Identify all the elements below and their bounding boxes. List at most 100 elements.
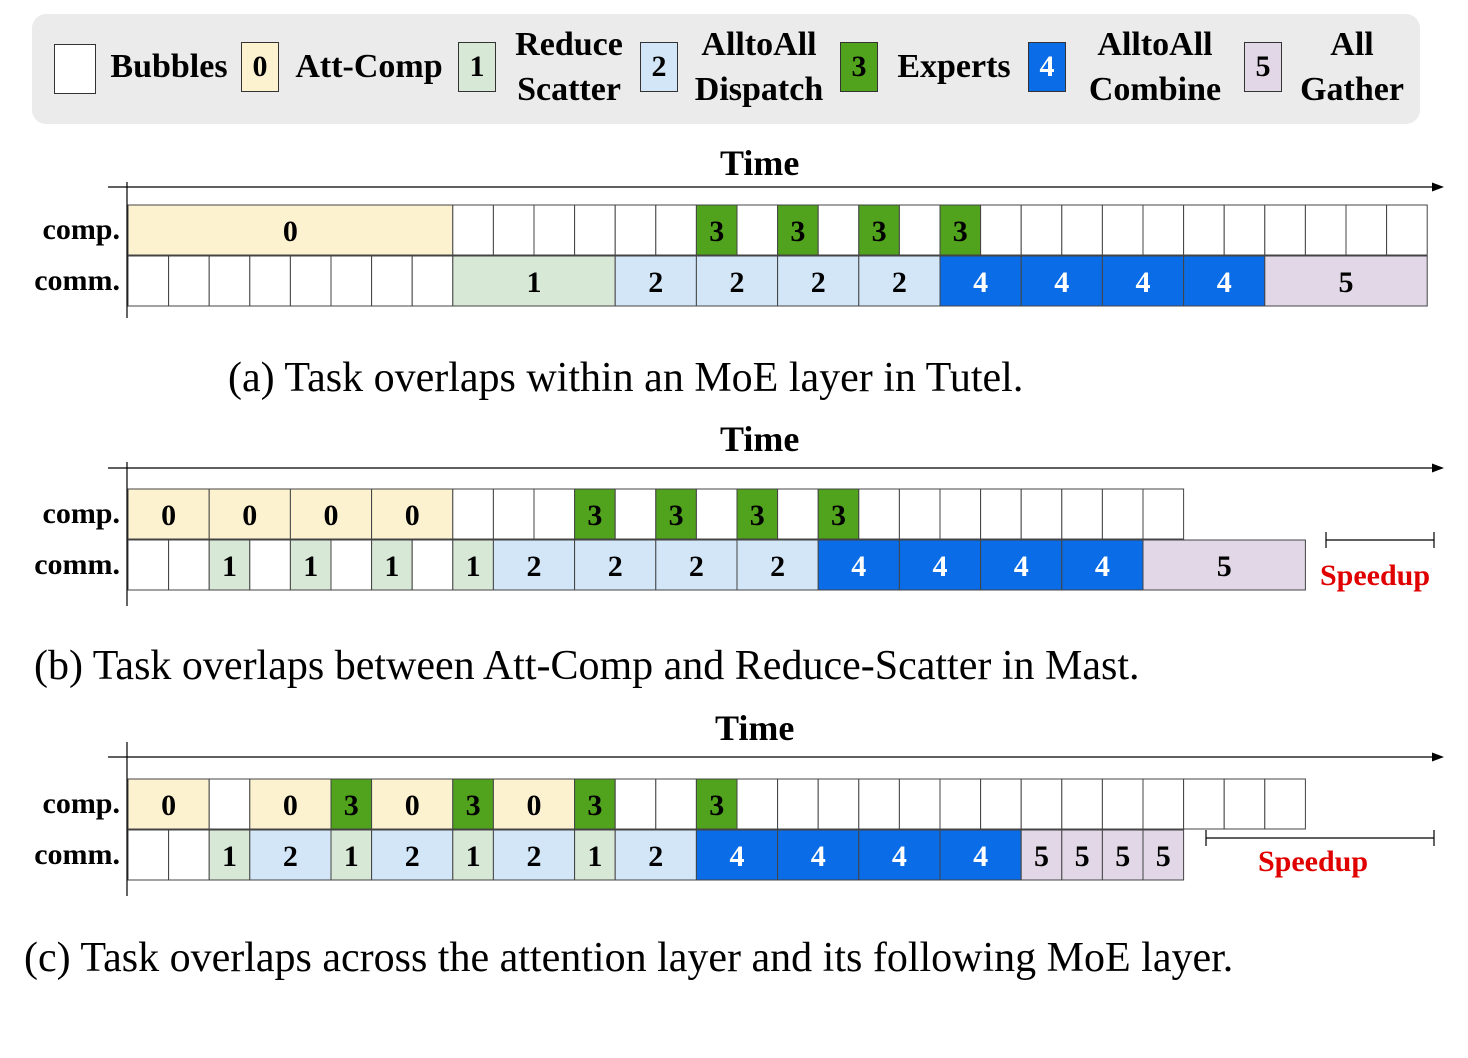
block-rect — [980, 204, 1022, 256]
block-label: 3 — [709, 215, 724, 248]
block-label: 2 — [608, 550, 623, 583]
bubble-slot — [777, 778, 819, 830]
block-label: 0 — [405, 499, 420, 532]
block-label: 5 — [1217, 550, 1232, 583]
task-block-3: 3 — [695, 204, 738, 256]
block-rect — [1183, 778, 1225, 830]
block-rect — [695, 829, 779, 881]
bubble-slot — [1101, 488, 1144, 540]
caption: (c) Task overlaps across the attention l… — [24, 935, 1234, 981]
block-rect — [330, 539, 373, 591]
bubble-slot — [898, 488, 941, 540]
block-rect — [1142, 204, 1185, 256]
task-block-5: 5 — [1061, 829, 1103, 881]
task-block-0: 0 — [127, 204, 454, 256]
block-label: 3 — [790, 215, 805, 248]
block-rect — [168, 539, 210, 591]
task-block-2: 2 — [736, 539, 819, 591]
block-label: 3 — [587, 789, 602, 822]
legend-label: Gather — [1300, 71, 1404, 108]
block-label: 4 — [1095, 550, 1110, 583]
block-rect — [1020, 204, 1063, 256]
task-block-4: 4 — [858, 829, 941, 881]
block-rect — [411, 539, 454, 591]
bubble-slot — [1020, 778, 1063, 830]
block-label: 2 — [527, 550, 542, 583]
block-label: 1 — [222, 550, 237, 583]
block-label: 3 — [831, 499, 846, 532]
task-block-1: 1 — [574, 829, 616, 881]
bubble-slot — [939, 778, 982, 830]
block-rect — [736, 778, 779, 830]
block-rect — [614, 204, 657, 256]
block-rect — [249, 829, 332, 881]
block-rect — [1142, 829, 1185, 881]
block-rect — [1101, 829, 1144, 881]
task-block-2: 2 — [574, 539, 657, 591]
row-label-comm: comm. — [34, 264, 120, 297]
block-rect — [777, 778, 819, 830]
block-rect — [695, 255, 779, 307]
block-rect — [1304, 204, 1347, 256]
task-block-0: 0 — [371, 488, 454, 540]
block-rect — [1061, 829, 1103, 881]
bubble-slot — [127, 539, 170, 591]
block-rect — [452, 778, 494, 830]
block-rect — [533, 488, 576, 540]
bubble-slot — [411, 539, 454, 591]
block-label: 2 — [770, 550, 785, 583]
block-rect — [492, 204, 535, 256]
block-rect — [208, 255, 251, 307]
block-rect — [858, 488, 900, 540]
block-label: 4 — [730, 840, 745, 873]
block-label: 4 — [1217, 266, 1232, 299]
bubble-slot — [736, 778, 779, 830]
bubble-slot — [898, 204, 941, 256]
legend-swatch-0: 0 — [241, 42, 279, 92]
block-rect — [492, 778, 576, 830]
row-label-comp: comp. — [42, 497, 121, 530]
block-rect — [980, 539, 1063, 591]
block-label: 3 — [587, 499, 602, 532]
block-rect — [898, 204, 941, 256]
block-label: 0 — [242, 499, 257, 532]
block-label: 0 — [283, 215, 298, 248]
task-block-1: 1 — [452, 829, 494, 881]
task-block-3: 3 — [330, 778, 373, 830]
caption: (b) Task overlaps between Att-Comp and R… — [34, 643, 1140, 689]
bubble-slot — [1142, 204, 1185, 256]
block-rect — [1386, 204, 1428, 256]
task-block-4: 4 — [980, 539, 1063, 591]
legend-label: Dispatch — [694, 71, 824, 108]
legend-label: Reduce — [515, 26, 623, 63]
legend-swatch-3: 3 — [840, 42, 878, 92]
block-label: 1 — [587, 840, 602, 873]
bubble-slot — [168, 829, 210, 881]
bubble-slot — [533, 204, 576, 256]
task-block-4: 4 — [1101, 255, 1185, 307]
task-block-2: 2 — [492, 539, 576, 591]
block-rect — [1101, 488, 1144, 540]
block-rect — [1101, 778, 1144, 830]
block-rect — [208, 488, 291, 540]
bubble-slot — [614, 204, 657, 256]
bubble-slot — [1101, 778, 1144, 830]
legend-swatch-2: 2 — [640, 42, 678, 92]
block-rect — [168, 255, 210, 307]
task-block-3: 3 — [736, 488, 779, 540]
block-label: 5 — [1034, 840, 1049, 873]
bubble-slot — [492, 488, 535, 540]
bubble-slot — [1101, 204, 1144, 256]
block-label: 5 — [1156, 840, 1171, 873]
block-label: 2 — [405, 840, 420, 873]
row-label-comp: comp. — [42, 213, 121, 246]
block-rect — [1020, 255, 1103, 307]
bubble-slot — [1061, 778, 1103, 830]
task-block-0: 0 — [492, 778, 576, 830]
time-axis-arrowhead — [1432, 752, 1444, 762]
bubble-slot — [330, 539, 373, 591]
block-rect — [1020, 778, 1063, 830]
time-label: Time — [720, 419, 800, 459]
block-label: 1 — [344, 840, 359, 873]
block-rect — [939, 778, 982, 830]
